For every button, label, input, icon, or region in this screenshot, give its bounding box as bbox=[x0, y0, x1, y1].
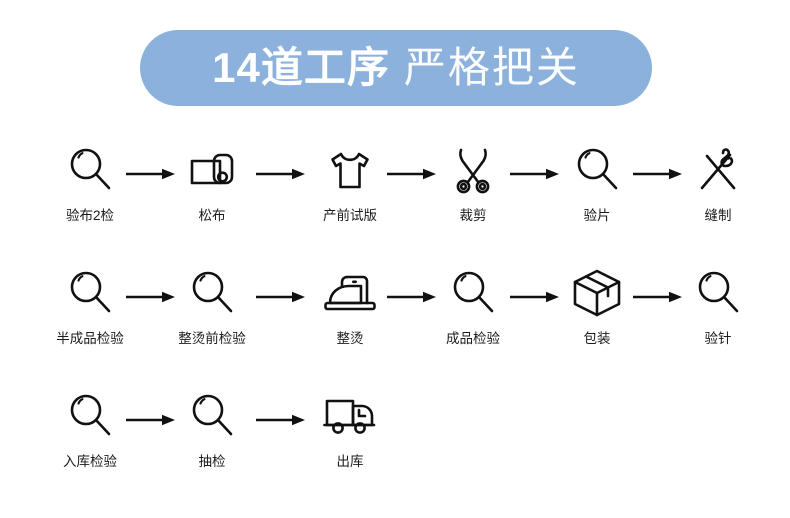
flow-step-label: 整烫前检验 bbox=[178, 331, 246, 346]
magnifier-icon bbox=[656, 263, 780, 323]
arrow-right-icon bbox=[256, 414, 306, 426]
flow-step[interactable]: 验片 bbox=[535, 140, 659, 224]
flow-step[interactable]: 整烫前检验 bbox=[150, 263, 274, 347]
arrow-right-icon bbox=[126, 168, 176, 180]
flow-step-label: 入库检验 bbox=[63, 454, 117, 469]
flow-step[interactable]: 整烫 bbox=[288, 263, 412, 347]
flow-step[interactable]: 抽检 bbox=[150, 386, 274, 470]
magnifier-icon bbox=[411, 263, 535, 323]
flow-step[interactable]: 验针 bbox=[656, 263, 780, 347]
fabric-roll-icon bbox=[150, 140, 274, 200]
arrow-right-icon bbox=[126, 291, 176, 303]
box-icon bbox=[535, 263, 659, 323]
flow-step-label: 出库 bbox=[336, 454, 364, 469]
flow-row: 半成品检验 整烫前检验 整烫 成品检验 包装 验针 bbox=[0, 263, 790, 386]
flow-step-label: 成品检验 bbox=[446, 331, 500, 346]
magnifier-icon bbox=[28, 386, 152, 446]
flow-step[interactable]: 缝制 bbox=[656, 140, 780, 224]
truck-icon bbox=[288, 386, 412, 446]
flow-step-label: 验片 bbox=[583, 208, 611, 223]
flow-step-label: 松布 bbox=[198, 208, 226, 223]
flow-row: 入库检验 抽检 出库 bbox=[0, 386, 790, 509]
page-title-primary: 14道工序 bbox=[212, 44, 390, 91]
magnifier-icon bbox=[535, 140, 659, 200]
tshirt-icon bbox=[288, 140, 412, 200]
process-flow: 验布2检 松布 产前试版 裁剪 验片 缝制 bbox=[0, 140, 790, 509]
arrow-right-icon bbox=[633, 168, 683, 180]
flow-step-label: 半成品检验 bbox=[56, 331, 124, 346]
magnifier-icon bbox=[28, 263, 152, 323]
needle-thread-icon bbox=[656, 140, 780, 200]
flow-step[interactable]: 出库 bbox=[288, 386, 412, 470]
flow-step[interactable]: 包装 bbox=[535, 263, 659, 347]
arrow-right-icon bbox=[256, 291, 306, 303]
magnifier-icon bbox=[150, 263, 274, 323]
arrow-right-icon bbox=[387, 291, 437, 303]
flow-step[interactable]: 验布2检 bbox=[28, 140, 152, 224]
flow-step-label: 验针 bbox=[704, 331, 732, 346]
flow-step[interactable]: 入库检验 bbox=[28, 386, 152, 470]
flow-step[interactable]: 产前试版 bbox=[288, 140, 412, 224]
arrow-right-icon bbox=[256, 168, 306, 180]
arrow-right-icon bbox=[510, 168, 560, 180]
flow-step-label: 产前试版 bbox=[323, 208, 377, 223]
flow-step-label: 缝制 bbox=[704, 208, 732, 223]
magnifier-icon bbox=[28, 140, 152, 200]
page-title-secondary: 严格把关 bbox=[403, 44, 580, 91]
magnifier-icon bbox=[150, 386, 274, 446]
flow-step-label: 整烫 bbox=[336, 331, 364, 346]
arrow-right-icon bbox=[510, 291, 560, 303]
header-banner: 14道工序 严格把关 bbox=[140, 30, 652, 106]
scissors-icon bbox=[411, 140, 535, 200]
flow-row: 验布2检 松布 产前试版 裁剪 验片 缝制 bbox=[0, 140, 790, 263]
arrow-right-icon bbox=[387, 168, 437, 180]
flow-step-label: 包装 bbox=[583, 331, 611, 346]
flow-step[interactable]: 松布 bbox=[150, 140, 274, 224]
flow-step-label: 验布2检 bbox=[65, 208, 114, 223]
arrow-right-icon bbox=[633, 291, 683, 303]
flow-step-label: 裁剪 bbox=[459, 208, 487, 223]
flow-step[interactable]: 成品检验 bbox=[411, 263, 535, 347]
iron-icon bbox=[288, 263, 412, 323]
arrow-right-icon bbox=[126, 414, 176, 426]
flow-step-label: 抽检 bbox=[198, 454, 226, 469]
flow-step[interactable]: 裁剪 bbox=[411, 140, 535, 224]
flow-step[interactable]: 半成品检验 bbox=[28, 263, 152, 347]
